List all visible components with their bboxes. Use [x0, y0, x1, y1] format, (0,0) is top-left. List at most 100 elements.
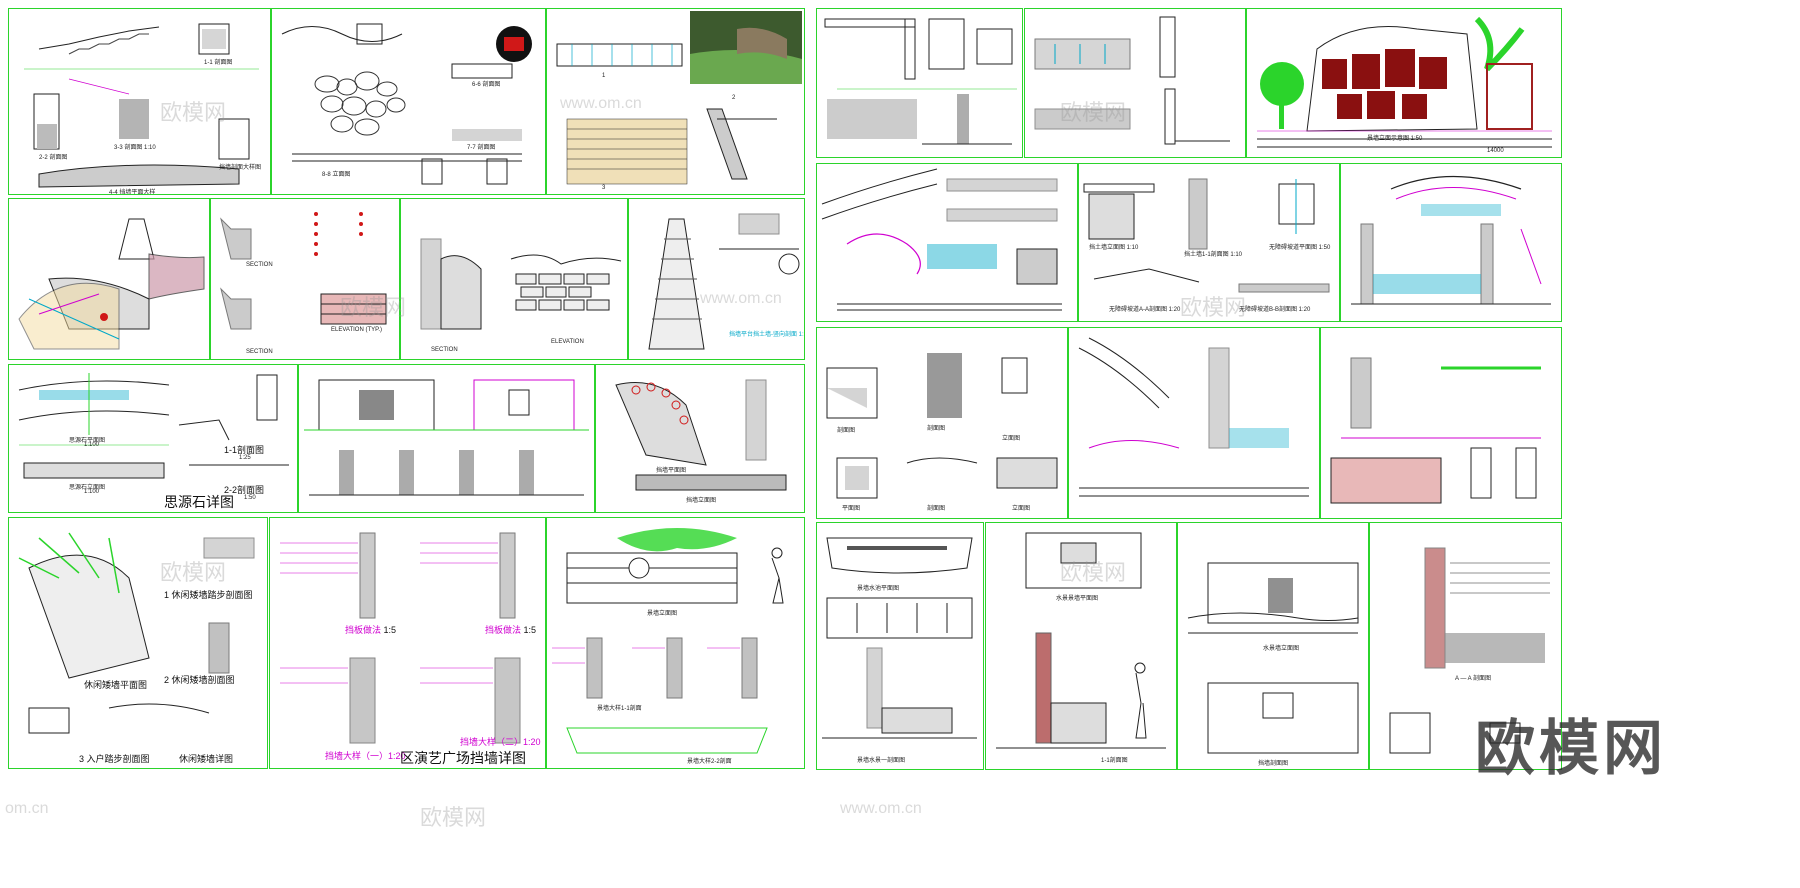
sheet-2-linework [281, 23, 532, 185]
sheet-27-label-a: A — A 剖面图 [1455, 676, 1492, 682]
sheet-1-label-d: 挡墙剖面大样图 [219, 165, 262, 171]
drawing-sheet-4 [816, 8, 1023, 158]
drawing-sheet-5 [1024, 8, 1246, 158]
sheet-21-label-a: 剖面图 [837, 428, 856, 434]
faint-watermark-11: om.cn [5, 800, 49, 817]
sheet-10-label-s11-scale: 1:25 [239, 455, 251, 461]
sheet-14-text-b: 挡板做法 [485, 625, 522, 635]
sheet-21-label-b: 剖面图 [927, 426, 946, 432]
drawing-sheet-27: A — A 剖面图 [1369, 522, 1562, 770]
sheet-13-text-sec2: 休闲矮墙剖面图 [171, 675, 235, 685]
faint-watermark-3: 欧模网 [1060, 100, 1127, 125]
drawing-sheet-9: 挡墙平台挡土墙-竖向剖面 1:20 [628, 198, 805, 360]
sheet-17-label-b: 14000 [1487, 148, 1504, 154]
sheet-10-title: 思源石详图 [164, 494, 234, 510]
sheet-10-label-plan-scale: 1:100 [84, 442, 100, 448]
drawing-sheet-24: 景墙水池平面图 景墙水景一剖面图 [816, 522, 984, 770]
sheet-7-linework [220, 212, 387, 330]
sheet-7-label-a: SECTION [246, 262, 273, 268]
sheet-15-label-a: 景墙立面图 [647, 611, 678, 617]
sheet-14-scale-b: 1:5 [523, 625, 537, 635]
sheet-8-label-b: ELEVATION [551, 339, 584, 345]
drawing-sheet-21: 剖面图 剖面图 立面图 平面图 剖面图 立面图 [816, 327, 1068, 519]
sheet-13-label-sec1: 1 休闲矮墙踏步剖面图 [164, 588, 253, 601]
drawing-sheet-19: 挡土墙立面图 1:10 挡土墙1-1剖面图 1:10 无障碍坡道平面图 1:50… [1078, 163, 1340, 322]
sheet-13-label-sec2: 2 休闲矮墙剖面图 [164, 673, 235, 686]
sheet-12-linework [615, 379, 787, 491]
sheet-13-label-sec3: 3 入户踏步剖面图 [79, 752, 150, 765]
sheet-26-label-a: 水景墙立面图 [1263, 646, 1300, 652]
sheet-15-linework [552, 528, 784, 754]
drawing-sheet-7: SECTION ELEVATION (TYP.) SECTION [210, 198, 400, 360]
sheet-27-linework [1389, 547, 1550, 754]
sheet-7-label-b: ELEVATION (TYP.) [331, 327, 383, 333]
drawing-sheet-6 [8, 198, 210, 360]
sheet-24-linework [822, 537, 977, 739]
sheet-18-linework [821, 168, 1062, 311]
sheet-13-num-2: 2 [164, 675, 170, 685]
sheet-22-linework [1078, 337, 1309, 497]
sheet-19-label-b: 挡土墙1-1剖面图 1:10 [1184, 252, 1243, 258]
sheet-2-label-c: 8-8 立面图 [322, 172, 351, 178]
faint-watermark-1: 欧模网 [160, 100, 227, 125]
sheet-11-linework [304, 379, 589, 496]
sheet-3-label-b: 2 [732, 95, 736, 101]
drawing-sheet-11 [298, 364, 595, 513]
sheet-26-label-b: 挡墙剖面图 [1258, 761, 1289, 767]
faint-watermark-7: 欧模网 [160, 560, 227, 585]
drawing-sheet-18 [816, 163, 1078, 322]
sheet-12-label-b: 挡墙立面图 [686, 498, 717, 504]
sheet-10-label-elev: 思源石立面图 [69, 485, 106, 491]
sheet-10-label-plan: 思源石平面图 [69, 438, 106, 444]
sheet-10-label-s22: 2-2剖面图 [224, 485, 265, 495]
sheet-21-linework [826, 353, 1058, 499]
sheet-14-label-d: 挡墙大样（二）1:20 [460, 737, 541, 747]
sheet-14-scale-a: 1:5 [383, 625, 397, 635]
sheet-10-label-elev-scale: 1:100 [84, 489, 100, 495]
sheet-1-label-b: 2-2 剖面图 [39, 155, 68, 161]
faint-watermark-10: www.om.cn [840, 800, 922, 817]
sheet-19-label-a: 挡土墙立面图 1:10 [1089, 245, 1139, 251]
drawing-sheet-20 [1340, 163, 1562, 322]
drawing-sheet-12: 挡墙平面图 挡墙立面图 [595, 364, 805, 513]
sheet-19-linework [1083, 178, 1330, 293]
sheet-25-label-a: 水景景墙平面图 [1056, 596, 1099, 602]
sheet-15-label-c: 景墙大样2-2剖面 [687, 759, 732, 765]
faint-watermark-2: www.om.cn [560, 95, 642, 112]
sheet-1-label-a: 1-1 剖面图 [204, 60, 233, 66]
faint-watermark-5: www.om.cn [700, 290, 782, 307]
sheet-14-title: 区演艺广场挡墙详图 [400, 750, 526, 766]
drawing-sheet-14: 挡板做法 1:5 挡板做法 1:5 挡墙大样（一）1:20 挡墙大样（二）1:2… [269, 517, 546, 769]
sheet-20-linework [1351, 175, 1551, 305]
sheet-14-linework [280, 532, 521, 744]
sheet-13-num-1: 1 [164, 590, 170, 600]
sheet-1-linework [24, 23, 259, 188]
sheet-24-label-a: 景墙水池平面图 [857, 586, 900, 592]
sheet-21-label-c: 立面图 [1002, 436, 1021, 442]
sheet-8-label-a: SECTION [431, 347, 458, 353]
sheet-14-label-b: 挡板做法 1:5 [485, 623, 536, 636]
sheet-12-label-a: 挡墙平面图 [656, 468, 687, 474]
sheet-19-label-e: 无障碍坡道B-B剖面图 1:20 [1239, 307, 1311, 313]
drawing-sheet-25: 水景景墙平面图 1-1剖面图 [985, 522, 1177, 770]
drawing-sheet-15: 景墙立面图 景墙大样1-1剖面 景墙大样2-2剖面 [546, 517, 805, 769]
faint-watermark-6: 欧模网 [1180, 295, 1247, 320]
drawing-sheet-1: 1-1 剖面图 2-2 剖面图 3-3 剖面图 1:10 挡墙剖面大样图 4-4… [8, 8, 271, 195]
sheet-1-label-e: 4-4 挡墙平面大样 [109, 190, 156, 195]
sheet-5-linework [1034, 16, 1230, 145]
sheet-14-label-c: 挡墙大样（一）1:20 [325, 751, 406, 761]
drawing-sheet-3: 1 2 3 [546, 8, 805, 195]
sheet-14-label-a: 挡板做法 1:5 [345, 623, 396, 636]
drawing-sheet-10: 思源石平面图 1:100 思源石立面图 1:100 1-1剖面图 1:25 2-… [8, 364, 298, 513]
sheet-25-label-b: 1-1剖面图 [1101, 758, 1128, 764]
sheet-2-label-a: 6-6 剖面图 [472, 82, 501, 88]
sheet-9-linework [648, 213, 800, 350]
drawing-sheet-13: 1 休闲矮墙踏步剖面图 2 休闲矮墙剖面图 休闲矮墙平面图 3 入户踏步剖面图 … [8, 517, 268, 769]
faint-watermark-8: 欧模网 [1060, 560, 1127, 585]
sheet-14-text-a: 挡板做法 [345, 625, 382, 635]
sheet-19-label-d: 无障碍坡道A-A剖面图 1:20 [1109, 307, 1181, 313]
sheet-9-label-a: 挡墙平台挡土墙-竖向剖面 1:20 [729, 332, 805, 338]
faint-watermark-9: 欧模网 [420, 805, 487, 830]
drawing-sheet-8: SECTION ELEVATION [400, 198, 628, 360]
sheet-15-label-b: 景墙大样1-1剖面 [597, 706, 642, 712]
